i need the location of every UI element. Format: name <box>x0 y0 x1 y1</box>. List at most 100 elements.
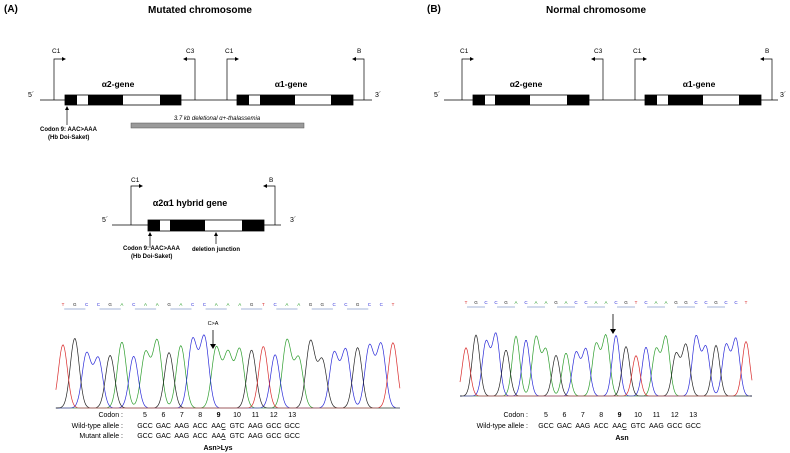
exon-2 <box>668 95 703 105</box>
base-call-A: A <box>156 302 159 307</box>
wild-type-codon: GCC <box>538 423 554 430</box>
base-call-A: A <box>297 302 300 307</box>
base-call-G: G <box>504 300 508 305</box>
exon-3 <box>739 95 761 105</box>
deletion-bar <box>130 122 305 129</box>
base-call-A: A <box>226 302 229 307</box>
base-call-C: C <box>584 300 588 305</box>
codon-9-arrow <box>610 314 616 334</box>
mutant-codon: GCC <box>284 433 300 440</box>
hybrid-primer-c1-label: C1 <box>131 177 140 184</box>
mutation-mark: C>A <box>208 321 219 327</box>
panel-a-label: (A) <box>4 4 18 15</box>
base-call-G: G <box>474 300 478 305</box>
primer-c1-label-2: C1 <box>633 48 642 55</box>
wild-type-codon: GCC <box>266 423 282 430</box>
alpha2-gene-box <box>64 94 182 106</box>
hybrid-codon-note-2: (Hb Doi-Saket) <box>131 254 172 260</box>
primer-c3-arrow <box>183 57 196 100</box>
base-call-A: A <box>664 300 667 305</box>
base-call-C: C <box>85 302 89 307</box>
hybrid-gene-map: α2α1 hybrid gene 5´ 3´ C1 B <box>102 177 296 260</box>
trace-T <box>55 342 401 409</box>
base-call-A: A <box>544 300 547 305</box>
deletion-label: 3.7 kb deletional α+-thalassemia <box>174 116 261 122</box>
codon-number: 10 <box>233 412 241 419</box>
base-call-A: A <box>215 302 218 307</box>
trace-C <box>460 332 752 397</box>
base-call-G: G <box>684 300 688 305</box>
amino-acid-change: Asn>Lys <box>203 445 232 452</box>
base-call-C: C <box>704 300 708 305</box>
exon-3 <box>160 95 181 105</box>
hybrid-primer-c1-arrow <box>130 184 143 225</box>
mutant-label: Mutant allele : <box>79 433 123 440</box>
base-call-T: T <box>635 300 638 305</box>
wild-type-label: Wild-type allele : <box>477 423 528 430</box>
primer-b-arrow <box>352 57 365 100</box>
base-call-C: C <box>273 302 277 307</box>
base-call-C: C <box>494 300 498 305</box>
hybrid-gene-title: α2α1 hybrid gene <box>153 198 228 208</box>
codon-number: 6 <box>562 412 566 419</box>
codon-number: 12 <box>270 412 278 419</box>
base-call-C: C <box>344 302 348 307</box>
exon-1 <box>473 95 485 105</box>
exon-1 <box>237 95 249 105</box>
normal-chromosome-map: 5´ 3´ α2-gene α1-gene C1 <box>434 48 786 106</box>
mutant-codon: AAG <box>174 433 189 440</box>
primer-c1-arrow-2 <box>634 57 647 100</box>
wild-type-codon: AAG <box>248 423 263 430</box>
base-call-A: A <box>514 300 517 305</box>
base-call-C: C <box>484 300 488 305</box>
panel-b-title: Normal chromosome <box>546 5 646 16</box>
codon-number: 5 <box>143 412 147 419</box>
five-prime-label: 5´ <box>434 92 440 99</box>
base-call-A: A <box>594 300 597 305</box>
hybrid-three-prime: 3´ <box>290 217 296 224</box>
base-call-G: G <box>714 300 718 305</box>
alpha1-gene-box <box>644 94 762 106</box>
chromatogram-trace <box>459 332 753 397</box>
alpha2-gene-label: α2-gene <box>510 79 543 89</box>
codon-label: Codon : <box>503 412 528 419</box>
primer-b-label: B <box>765 48 769 55</box>
primer-c1-arrow-2 <box>226 57 239 100</box>
codon-number: 9 <box>217 412 221 419</box>
base-call-C: C <box>191 302 195 307</box>
three-prime-label: 3´ <box>780 92 786 99</box>
base-call-T: T <box>392 302 395 307</box>
alpha2-gene-box <box>472 94 590 106</box>
wild-type-codon: AAG <box>575 423 590 430</box>
base-call-A: A <box>179 302 182 307</box>
base-call-C: C <box>368 302 372 307</box>
alpha1-gene-box <box>236 94 354 106</box>
wild-type-codon: GCC <box>685 423 701 430</box>
exon-2 <box>170 220 205 231</box>
wild-type-codon: GAC <box>557 423 572 430</box>
base-call-T: T <box>62 302 65 307</box>
primer-c1-label: C1 <box>460 48 469 55</box>
wild-type-codon: GCC <box>284 423 300 430</box>
codon-number: 7 <box>180 412 184 419</box>
base-call-C: C <box>524 300 528 305</box>
primer-c1-arrow <box>461 57 474 100</box>
exon-2 <box>260 95 295 105</box>
codon-number: 13 <box>689 412 697 419</box>
base-call-C: C <box>97 302 101 307</box>
codon-table-mutated: Codon : Wild-type allele : Mutant allele… <box>72 412 300 452</box>
deletion-junction-pointer <box>214 232 218 244</box>
codon-number: 13 <box>288 412 296 419</box>
codon-number: 8 <box>198 412 202 419</box>
wild-type-codon: ACC <box>193 423 208 430</box>
codon-number: 8 <box>599 412 603 419</box>
wild-type-codon: AAC <box>211 423 225 430</box>
chromatogram-trace <box>55 334 401 409</box>
trace-A <box>460 333 752 397</box>
exon-1 <box>148 220 160 231</box>
base-call-G: G <box>624 300 628 305</box>
base-call-G: G <box>321 302 325 307</box>
base-call-A: A <box>144 302 147 307</box>
codon-note-line-1: Codon 9: AAC>AAA <box>40 127 98 133</box>
